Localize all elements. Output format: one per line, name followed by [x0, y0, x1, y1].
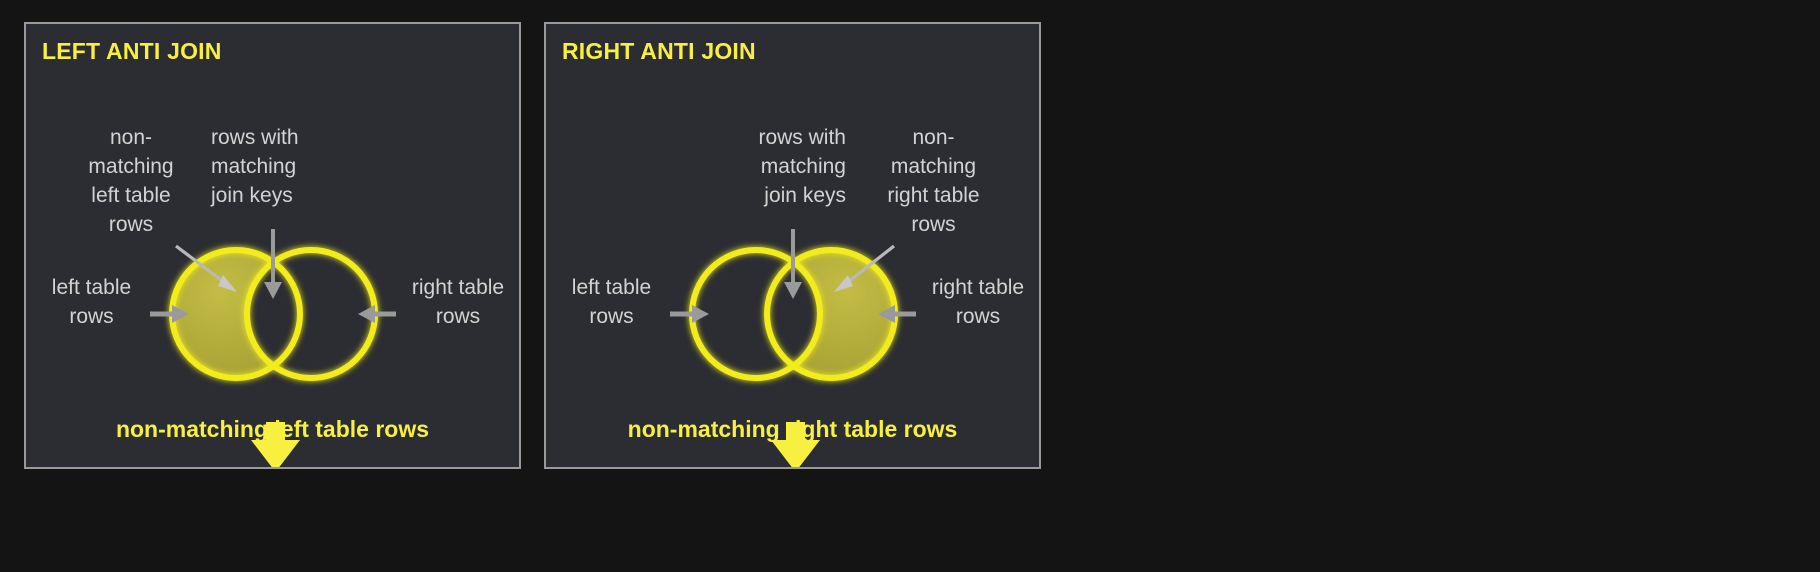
leader-arrow-nonmatching-right: [834, 244, 895, 292]
leader-arrow-right-table-rows: [878, 305, 916, 323]
callout-matching-join-keys: rows with matching join keys: [211, 126, 299, 207]
venn-diagram-left: non- matching left table rows rows with …: [26, 24, 519, 467]
callout-nonmatching-right-rows: non- matching right table rows: [887, 126, 980, 236]
venn-diagram-right: rows with matching join keys non- matchi…: [546, 24, 1039, 467]
leader-arrow-matching-keys: [784, 229, 802, 299]
leader-arrow-left-table-rows: [150, 305, 189, 323]
callout-nonmatching-left-rows: non- matching left table rows: [88, 126, 174, 236]
leader-arrow-left-table-rows: [670, 305, 709, 323]
callout-left-table-rows: left table rows: [51, 276, 132, 328]
leader-arrow-matching-keys: [264, 229, 282, 299]
result-caption: non-matching left table rows: [115, 416, 430, 442]
callout-matching-join-keys: rows with matching join keys: [758, 126, 846, 207]
panel-title: RIGHT ANTI JOIN: [562, 38, 756, 64]
panel-title: LEFT ANTI JOIN: [42, 38, 222, 64]
leader-arrow-nonmatching-left: [175, 244, 237, 292]
result-down-arrow: [771, 422, 820, 467]
callout-right-table-rows: right table rows: [931, 276, 1025, 328]
result-caption: non-matching right table rows: [627, 416, 958, 442]
leader-arrow-right-table-rows: [358, 305, 396, 323]
panel-right-anti-join: RIGHT ANTI JOIN: [544, 22, 1041, 469]
callout-left-table-rows: left table rows: [571, 276, 652, 328]
venn-svg: [150, 229, 396, 467]
callout-right-table-rows: right table rows: [411, 276, 505, 328]
panel-left-anti-join: LEFT ANTI JOIN: [24, 22, 521, 469]
venn-svg: [670, 229, 916, 467]
result-down-arrow: [251, 422, 300, 467]
